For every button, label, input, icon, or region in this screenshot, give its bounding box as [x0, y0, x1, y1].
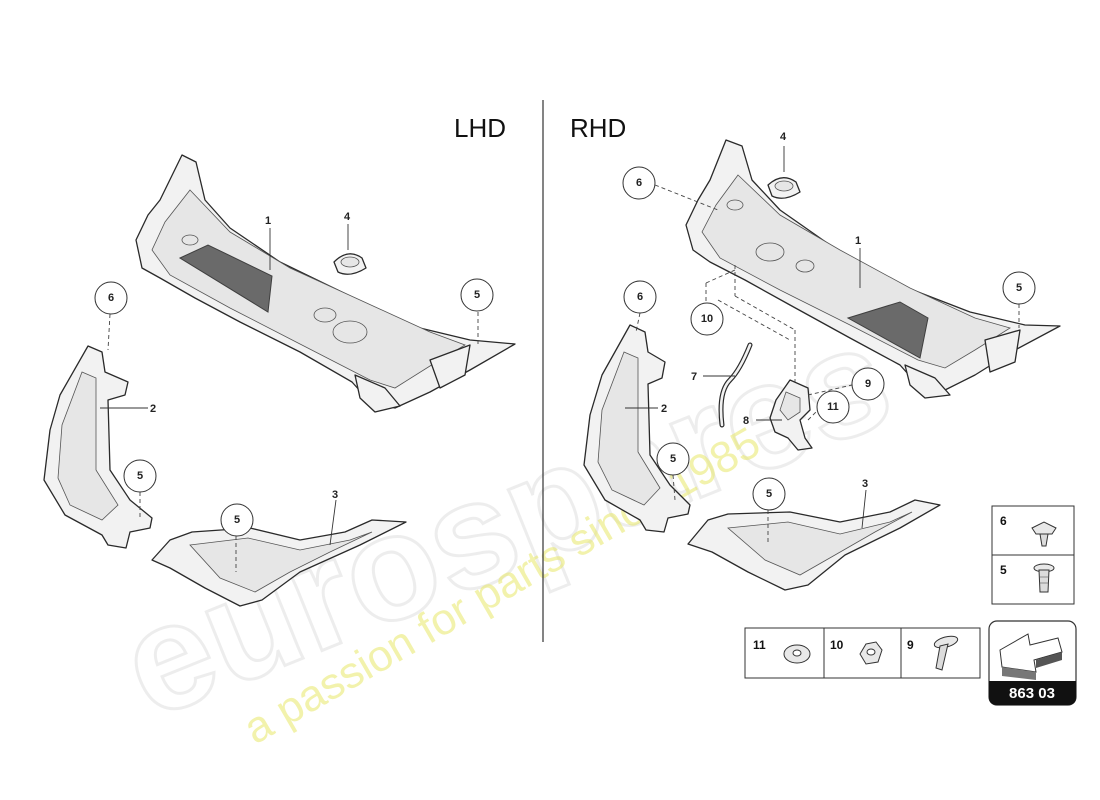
rhd-leader-6-top: [654, 184, 719, 211]
rhd-label-1: 1: [855, 235, 861, 247]
washer-icon: [783, 644, 811, 664]
rhd-title: RHD: [570, 113, 626, 143]
rhd-side-trim-part-2: [583, 324, 691, 533]
hardware-legend-right: 6 5: [991, 505, 1075, 605]
rhd-callout-5-right: 5: [1002, 271, 1036, 305]
svg-text:5: 5: [670, 453, 676, 465]
rhd-callout-9: 9: [851, 367, 885, 401]
lhd-cap-part-4: [333, 253, 367, 275]
lhd-label-2: 2: [150, 403, 156, 415]
svg-text:6: 6: [636, 177, 642, 189]
rhd-callout-6-top: 6: [622, 166, 656, 200]
lhd-leader-3: [329, 499, 337, 546]
svg-text:5: 5: [766, 488, 772, 500]
svg-text:5: 5: [1016, 282, 1022, 294]
hardware-legend-bottom: 11 10 9: [744, 627, 981, 679]
lhd-callout-5-lower-mid: 5: [220, 503, 254, 537]
rhd-callout-11: 11: [816, 390, 850, 424]
legend-item-9-number: 9: [907, 638, 914, 652]
rhd-label-2: 2: [661, 403, 667, 415]
rhd-callout-5-low: 5: [752, 477, 786, 511]
view-direction-arrow-icon: [999, 633, 1063, 680]
lhd-leader-6: [107, 313, 111, 351]
rhd-leader-10-b: [705, 269, 736, 284]
lhd-side-trim-part-2: [43, 345, 153, 549]
rhd-cowl-panel: [685, 139, 1061, 399]
lhd-label-1: 1: [265, 215, 271, 227]
svg-text:10: 10: [701, 313, 713, 325]
push-clip-icon: [1031, 521, 1057, 547]
lhd-label-4: 4: [344, 211, 351, 223]
rhd-label-4: 4: [780, 131, 787, 143]
rhd-lower-trim-part-3: [687, 499, 941, 591]
lhd-cowl-panel: [135, 154, 516, 413]
reference-code: 863 03: [1009, 685, 1055, 702]
rhd-label-8: 8: [743, 415, 749, 427]
nut-icon: [859, 641, 883, 665]
rhd-label-7: 7: [691, 371, 697, 383]
legend-item-10-number: 10: [830, 638, 844, 652]
svg-text:6: 6: [637, 291, 643, 303]
rhd-leader-3: [861, 489, 867, 529]
rhd-bracket-part-8: [769, 379, 813, 451]
rhd-callout-6-mid: 6: [623, 280, 657, 314]
lhd-label-3: 3: [332, 489, 338, 501]
lhd-title: LHD: [454, 113, 506, 143]
lhd-callout-5-lower-left: 5: [123, 459, 157, 493]
svg-text:9: 9: [865, 378, 871, 390]
legend-item-5-number: 5: [1000, 563, 1007, 577]
rhd-leader-9: [807, 384, 853, 396]
rhd-assembly: [583, 139, 1061, 591]
svg-text:6: 6: [108, 292, 114, 304]
rhd-callout-5-mid: 5: [656, 442, 690, 476]
legend-item-11-number: 11: [753, 638, 766, 652]
rhd-leader-box-2: [734, 295, 796, 331]
rhd-leader-6-mid: [635, 312, 641, 333]
svg-text:5: 5: [474, 289, 480, 301]
rhd-label-3: 3: [862, 478, 868, 490]
reference-box: 863 03: [988, 620, 1077, 706]
lhd-callout-5-upper: 5: [460, 278, 494, 312]
lhd-assembly: [43, 154, 516, 607]
rhd-leader-11: [807, 409, 819, 421]
svg-text:11: 11: [827, 401, 839, 413]
svg-text:5: 5: [234, 514, 240, 526]
rhd-callout-10: 10: [690, 302, 724, 336]
screw-icon: [1033, 563, 1055, 593]
lhd-callout-6: 6: [94, 281, 128, 315]
rhd-cap-part-4: [767, 177, 801, 199]
legend-item-6-number: 6: [1000, 514, 1007, 528]
svg-text:5: 5: [137, 470, 143, 482]
lhd-lower-trim-part-3: [151, 519, 407, 607]
bolt-icon: [933, 635, 959, 671]
